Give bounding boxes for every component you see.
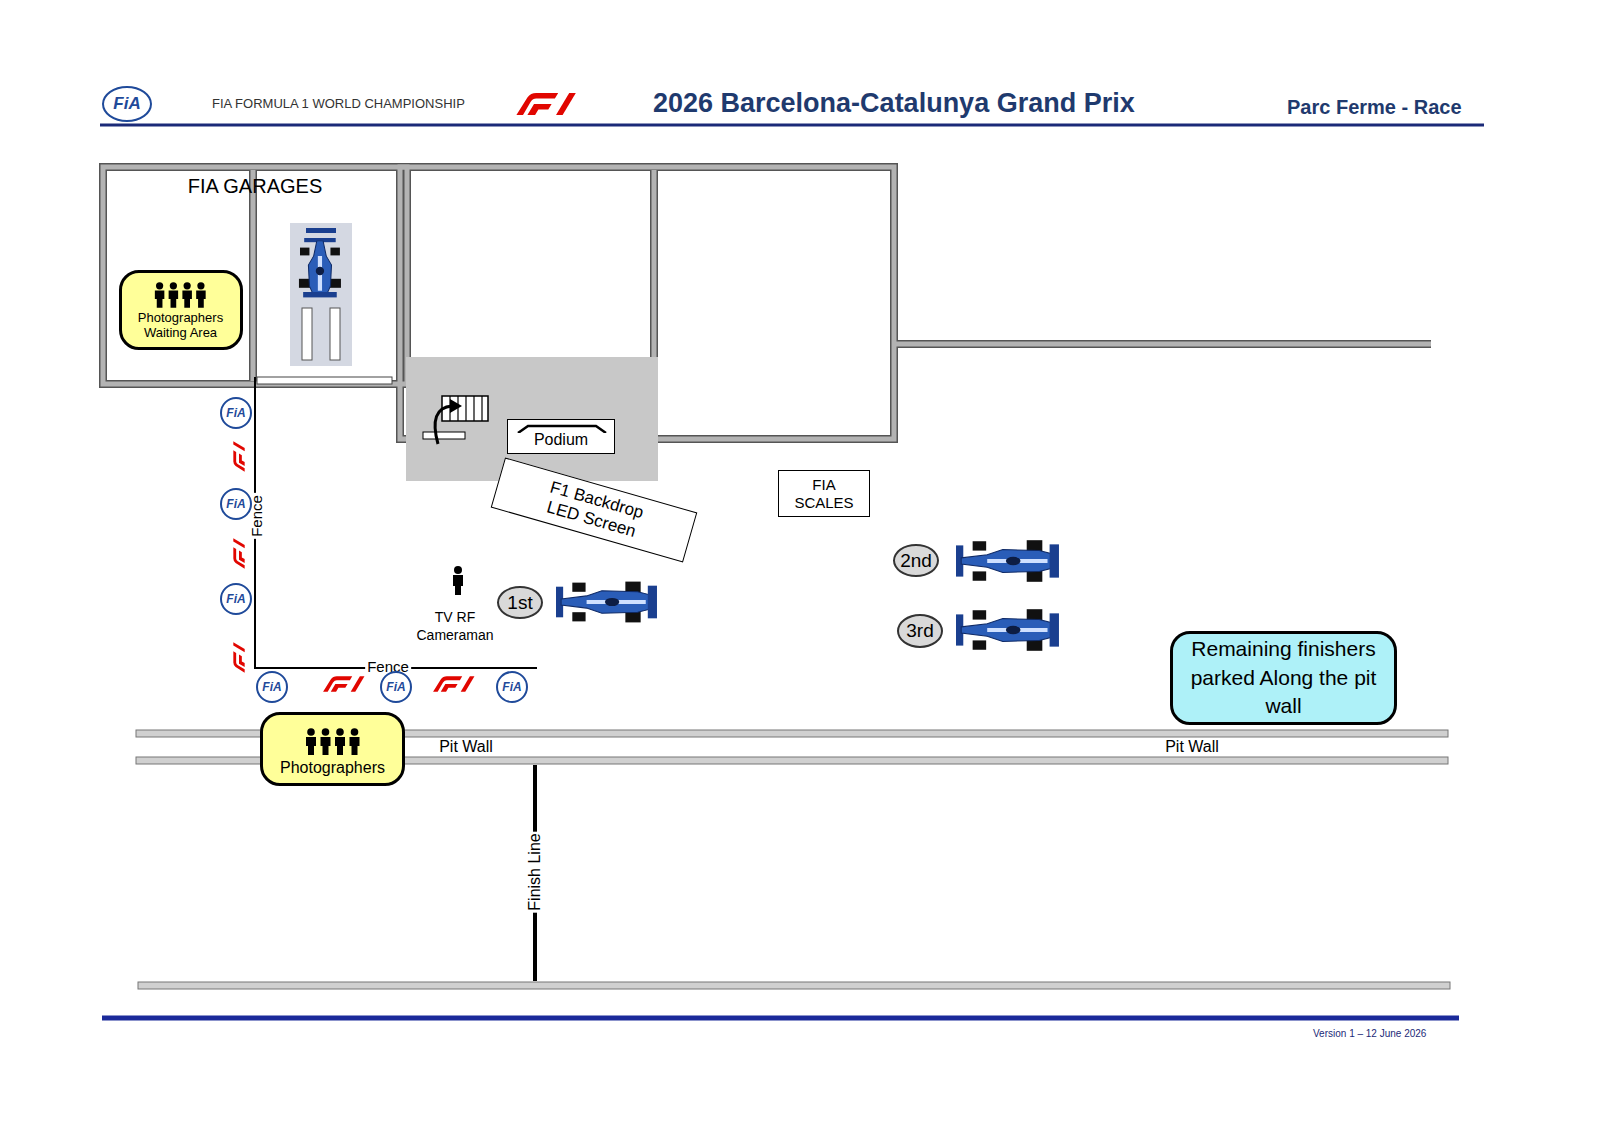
waiting-area: Photographers Waiting Area: [119, 270, 243, 350]
version-note: Version 1 – 12 June 2026: [1313, 1028, 1426, 1039]
node-text: 3rd: [906, 620, 933, 642]
node-text: Photographers: [280, 759, 385, 777]
document-subtitle: Parc Ferme - Race: [1287, 96, 1462, 119]
node-text: Podium: [534, 431, 588, 449]
node-text: FIA SCALES: [789, 476, 859, 511]
garage-room: FIA GARAGES Photographers Waiting Area: [103, 167, 407, 384]
node-text: FIA GARAGES: [188, 175, 322, 198]
node-text: F1 Backdrop LED Screen: [526, 473, 662, 546]
photographers-area: Photographers: [260, 712, 405, 786]
page-title: 2026 Barcelona-Catalunya Grand Prix: [653, 88, 1135, 119]
position-marker: 1st: [497, 586, 543, 619]
fia-logo: FiA: [220, 583, 252, 615]
scales-box: FIA SCALES: [778, 470, 870, 517]
fia-logo: FiA: [256, 671, 288, 703]
pit-wall-label: Pit Wall: [437, 739, 495, 756]
championship-name: FIA FORMULA 1 WORLD CHAMPIONSHIP: [212, 96, 465, 111]
position-marker: 3rd: [897, 614, 943, 648]
people-icon: [152, 282, 209, 309]
fia-logo: FiA: [220, 397, 252, 429]
fia-logo: FiA: [102, 86, 152, 122]
node-text: Remaining finishers parked Along the pit…: [1184, 635, 1384, 720]
position-marker: 2nd: [893, 544, 939, 577]
podium-box: Podium: [507, 419, 615, 454]
node-text: 1st: [507, 592, 532, 614]
finish-line-label: Finish Line: [527, 831, 544, 912]
people-icon: [303, 728, 363, 756]
pit-wall-label: Pit Wall: [1163, 739, 1221, 756]
fia-logo: FiA: [380, 671, 412, 703]
node-text: Photographers Waiting Area: [126, 311, 236, 341]
node-text: 2nd: [900, 550, 932, 572]
fia-logo: FiA: [496, 671, 528, 703]
finishers-note: Remaining finishers parked Along the pit…: [1170, 631, 1397, 725]
cameraman-label: TV RF Cameraman: [415, 609, 495, 644]
fia-logo: FiA: [220, 488, 252, 520]
